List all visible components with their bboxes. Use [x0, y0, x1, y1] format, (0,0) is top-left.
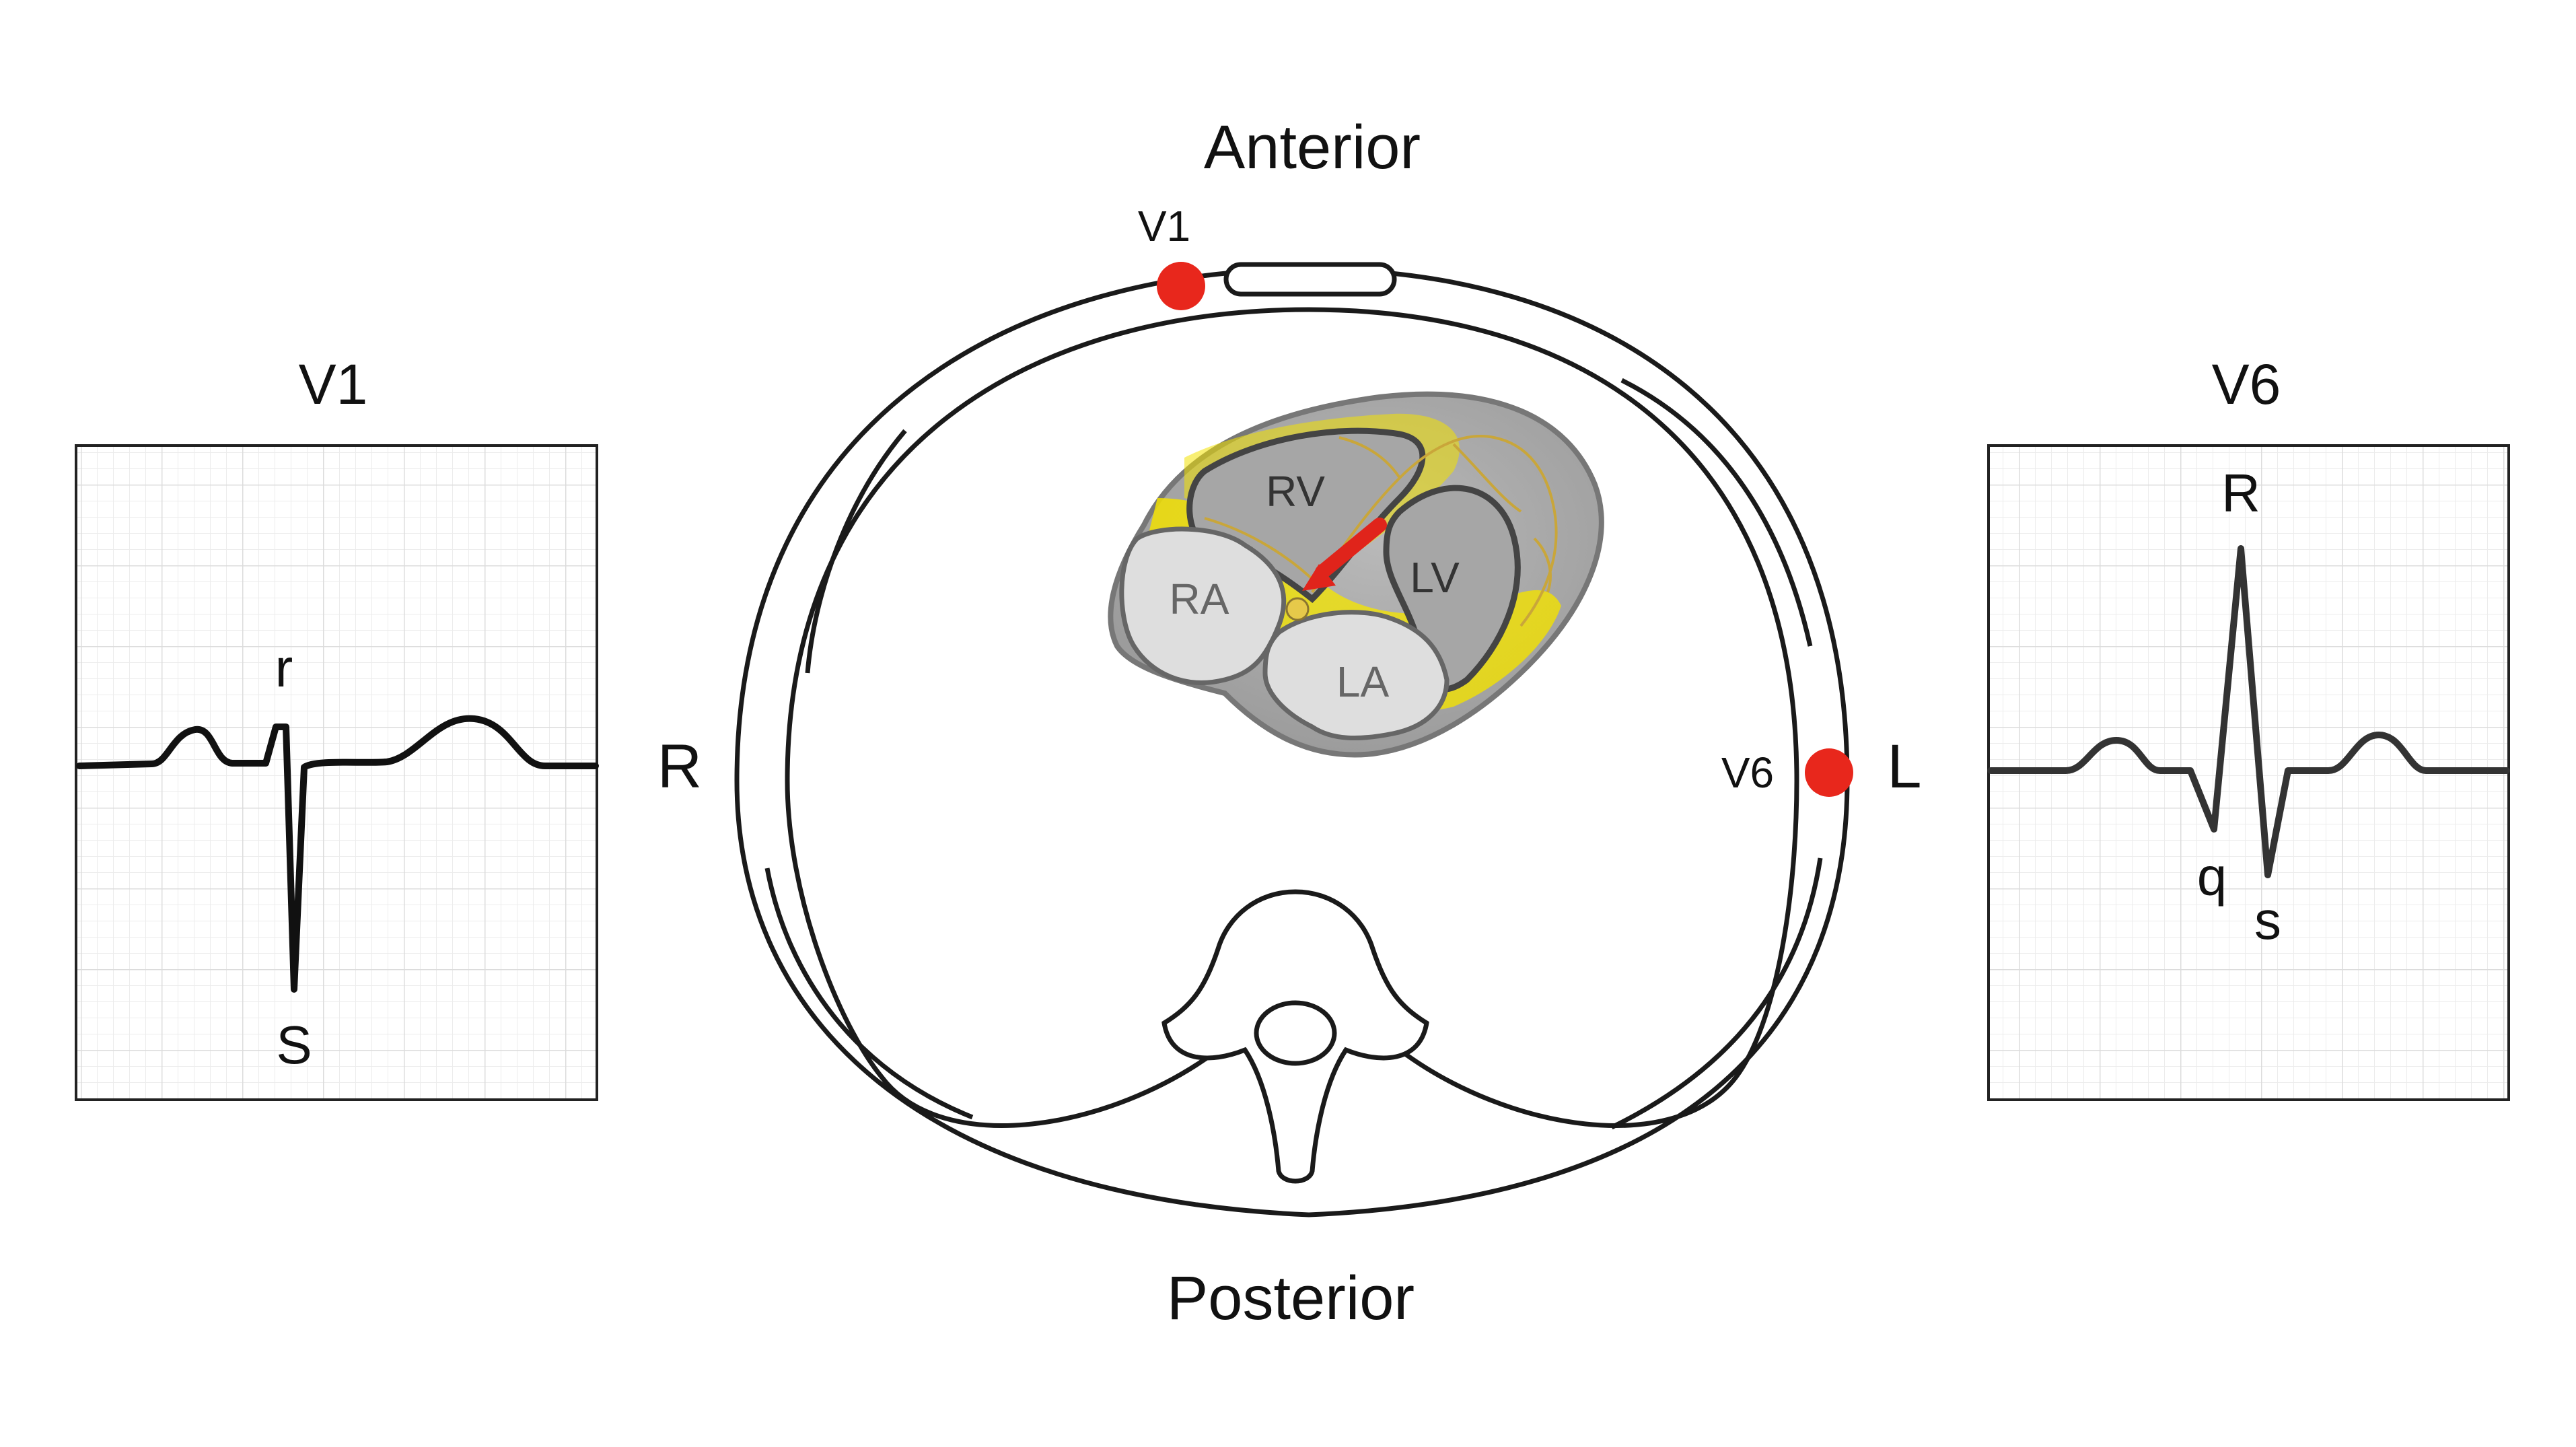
chest-wall-outer: [734, 267, 1850, 1217]
v1-electrode-dot: [1157, 262, 1205, 310]
v6-ecg-panel: V6 R q s: [1987, 353, 2510, 1101]
la-label: LA: [1336, 658, 1390, 706]
left-side-label: L: [1887, 732, 1921, 801]
v1-ecg-panel: V1 r S: [75, 353, 599, 1101]
v6-panel-title: V6: [2212, 353, 2281, 416]
v1-s-wave-label: S: [276, 1015, 312, 1075]
rib-arc-left-upper: [1620, 378, 1813, 647]
v1-electrode: V1: [1138, 202, 1205, 310]
ra-chamber: [1119, 526, 1287, 685]
rib-arc-left-lower: [1610, 857, 1823, 1130]
rib-arc-right-upper: [805, 429, 907, 674]
v6-q-wave-label: q: [2197, 847, 2227, 907]
vertebra-icon: [1161, 889, 1429, 1184]
red-activation-arrow: [1302, 518, 1387, 591]
rv-label: RV: [1266, 467, 1325, 516]
right-side-label: R: [657, 732, 702, 801]
posterior-label: Posterior: [1167, 1264, 1415, 1333]
v1-panel-title: V1: [299, 353, 368, 416]
thorax-cross-section: Anterior Posterior R L: [657, 113, 1922, 1333]
v6-s-wave-label: s: [2254, 890, 2281, 950]
sternum: [1223, 262, 1397, 297]
v1-r-wave-label: r: [275, 638, 293, 698]
v6-electrode: V6: [1721, 748, 1853, 797]
av-node: [1285, 597, 1310, 621]
purkinje-fibers: [1204, 435, 1558, 627]
heart: RV LV RA LA: [1108, 391, 1604, 758]
v6-ecg-trace: [1987, 545, 2510, 878]
v6-electrode-dot: [1805, 748, 1853, 797]
lv-label: LV: [1410, 553, 1460, 602]
vertebral-foramen: [1254, 1000, 1337, 1066]
v1-ecg-trace: [76, 715, 599, 993]
la-chamber: [1262, 610, 1450, 741]
v1-electrode-label: V1: [1138, 202, 1190, 250]
v1-ecg-grid: [75, 444, 598, 1101]
rib-arc-right-lower: [764, 868, 974, 1120]
ra-label: RA: [1170, 575, 1229, 623]
v6-electrode-label: V6: [1721, 748, 1774, 797]
v6-r-wave-label: R: [2221, 463, 2260, 523]
anterior-label: Anterior: [1204, 113, 1421, 182]
